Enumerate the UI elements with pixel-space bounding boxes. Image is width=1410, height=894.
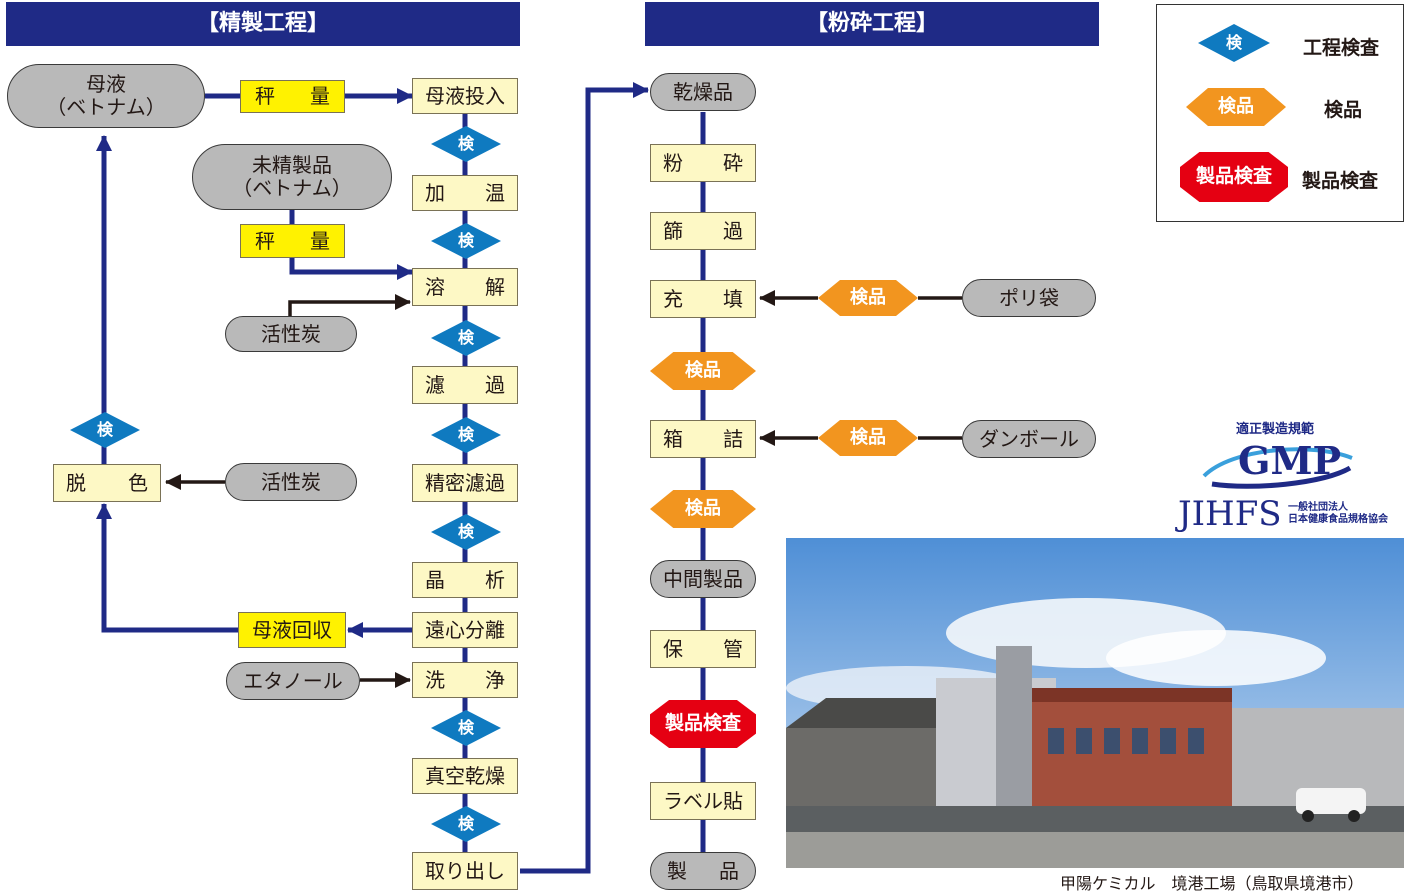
- weighing-step-1: 秤量: [240, 80, 345, 113]
- milling-process-header: 【粉砕工程】: [645, 2, 1099, 46]
- decolorization-char-1: 脱: [66, 470, 86, 495]
- gmp-swoosh-icon: [1202, 447, 1353, 489]
- washing-char-2: 浄: [485, 667, 505, 692]
- weighing-char-1: 秤: [255, 228, 275, 253]
- poly-bag-input: ポリ袋: [962, 279, 1096, 317]
- mother-liquor-recovery-step: 母液回収: [238, 612, 346, 648]
- filling-char-2: 填: [723, 286, 743, 311]
- precision-filtration-step: 精密濾過: [412, 464, 518, 502]
- legend-process-inspection-label: 工程検査: [1303, 37, 1380, 59]
- gmp-logo-caption: 適正製造規範: [1236, 422, 1315, 437]
- activated-carbon-input-2: 活性炭: [225, 463, 357, 501]
- dissolving-step: 溶解: [412, 268, 518, 306]
- boxing-char-1: 箱: [663, 426, 683, 451]
- filtration-char-1: 濾: [425, 372, 445, 397]
- storage-step: 保管: [650, 630, 756, 668]
- weighing-step-2: 秤量: [240, 224, 345, 258]
- sieving-step: 篩過: [650, 212, 756, 250]
- washing-step: 洗浄: [412, 662, 518, 698]
- mother-liquor-input-step: 母液投入: [412, 78, 518, 114]
- vacuum-drying-step: 真空乾燥: [412, 758, 518, 794]
- refining-process-header: 【精製工程】: [6, 2, 520, 46]
- labeling-step: ラベル貼: [650, 782, 756, 820]
- dissolving-char-2: 解: [485, 274, 505, 299]
- storage-char-2: 管: [723, 636, 743, 661]
- legend-product-inspection-symbol: 製品検査: [1180, 152, 1288, 202]
- final-product-node: 製品: [650, 852, 756, 890]
- crushing-step: 粉砕: [650, 144, 756, 182]
- activated-carbon-input-1: 活性炭: [225, 316, 357, 352]
- boxing-char-2: 詰: [723, 426, 743, 451]
- filtration-char-2: 過: [485, 372, 505, 397]
- unrefined-product-source: 未精製品 （ベトナム）: [192, 144, 392, 210]
- weighing-char-1: 秤: [255, 84, 275, 108]
- washing-char-1: 洗: [425, 667, 445, 692]
- factory-photo: [786, 538, 1404, 868]
- factory-building-image: [786, 538, 1404, 868]
- crystallization-char-2: 析: [485, 567, 505, 592]
- heating-step: 加温: [412, 175, 518, 211]
- sieving-char-1: 篩: [663, 218, 683, 243]
- boxing-step: 箱詰: [650, 420, 756, 458]
- jihfs-organization-name: 一般社団法人 日本健康食品規格協会: [1288, 502, 1388, 525]
- intermediate-product-node: 中間製品: [650, 560, 756, 598]
- receipt-inspection-marker: 検品: [650, 490, 756, 528]
- receipt-inspection-marker: 検品: [650, 352, 756, 390]
- centrifugation-step: 遠心分離: [412, 612, 518, 648]
- gmp-logo-text: GMP: [1238, 438, 1342, 483]
- dissolving-char-1: 溶: [425, 274, 445, 299]
- filtration-step: 濾過: [412, 366, 518, 404]
- crystallization-step: 晶析: [412, 562, 518, 598]
- filling-char-1: 充: [663, 286, 683, 311]
- heating-char-1: 加: [425, 180, 445, 205]
- crushing-char-2: 砕: [723, 150, 743, 175]
- weighing-char-2: 量: [310, 84, 330, 108]
- product-char-1: 製: [667, 858, 687, 883]
- photo-caption: 甲陽ケミカル 境港工場（鳥取県境港市）: [1060, 874, 1364, 893]
- mother-liquor-source: 母液 （ベトナム）: [7, 64, 205, 128]
- product-inspection-marker: 製品検査: [650, 700, 756, 748]
- legend-receipt-inspection-symbol: 検品: [1186, 88, 1286, 126]
- decolorization-step: 脱色: [53, 464, 161, 502]
- take-out-step: 取り出し: [412, 852, 518, 890]
- dried-product-node: 乾燥品: [650, 73, 756, 111]
- cardboard-input: ダンボール: [962, 420, 1096, 458]
- sieving-char-2: 過: [723, 218, 743, 243]
- weighing-char-2: 量: [310, 228, 330, 253]
- product-char-2: 品: [719, 858, 739, 883]
- crushing-char-1: 粉: [663, 150, 683, 175]
- decolorization-char-2: 色: [128, 470, 148, 495]
- legend-receipt-inspection-label: 検品: [1324, 99, 1363, 121]
- crystallization-char-1: 晶: [425, 567, 445, 592]
- legend-product-inspection-label: 製品検査: [1302, 170, 1379, 192]
- jihfs-logo-text: JIHFS: [1178, 494, 1282, 534]
- filling-step: 充填: [650, 280, 756, 318]
- heating-char-2: 温: [485, 180, 505, 205]
- receipt-inspection-marker: 検品: [818, 280, 918, 316]
- receipt-inspection-marker: 検品: [818, 420, 918, 456]
- storage-char-1: 保: [663, 636, 683, 661]
- ethanol-input: エタノール: [226, 662, 360, 700]
